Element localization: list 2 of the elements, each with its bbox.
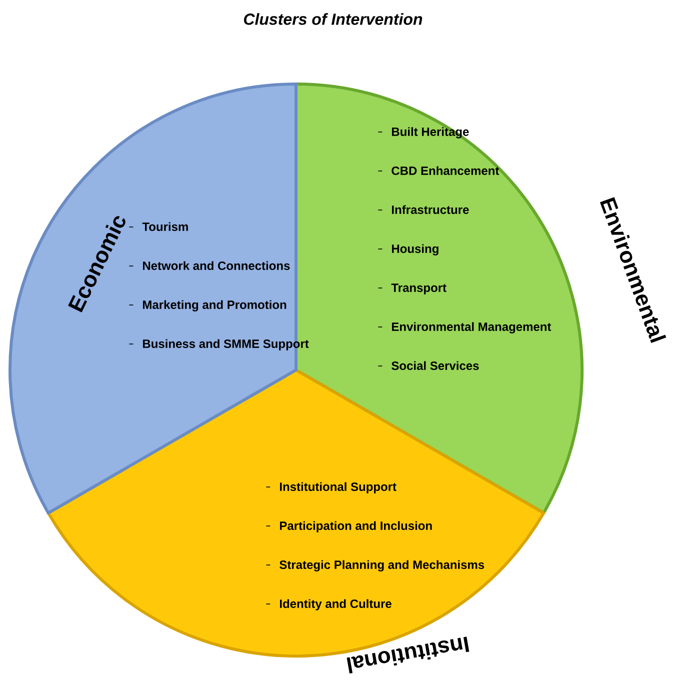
pie-sector: Institutional Support Participation and Inclusion Strategic Planning and Mechanisms Identity and Culture Institutional [46,368,546,674]
title: Clusters of Intervention [244,13,422,25]
